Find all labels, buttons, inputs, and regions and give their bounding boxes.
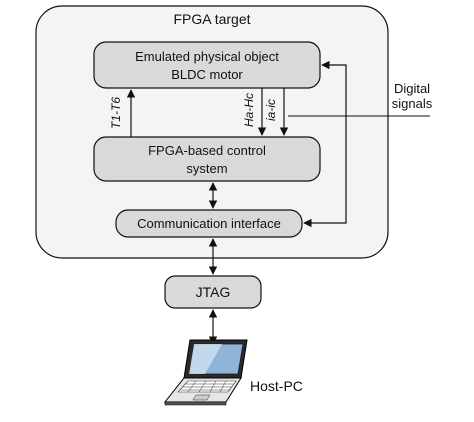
comm-to-object-loop [303, 60, 347, 228]
emulated-object-label-line1: Emulated physical object [135, 49, 279, 64]
digital-signals-label-line2: signals [392, 96, 433, 111]
emulated-object-label-line2: BLDC motor [171, 67, 243, 82]
control-system-label-line1: FPGA-based control [148, 143, 266, 158]
comm-interface-block [115, 209, 303, 238]
i-signal-label: ia-ic [264, 99, 278, 121]
control-system-label-line2: system [186, 161, 227, 176]
jtag-block [164, 275, 262, 309]
laptop-icon [163, 339, 248, 406]
comm-interface-label: Communication interface [137, 216, 281, 231]
digital-signals-label-line1: Digital [394, 81, 430, 96]
host-pc-label: Host-PC [250, 378, 303, 394]
fpga-target-title: FPGA target [173, 11, 250, 27]
jtag-label: JTAG [196, 284, 231, 300]
h-signal-label: Ha-Hc [242, 93, 256, 127]
t-signal-label: T1-T6 [109, 97, 123, 129]
